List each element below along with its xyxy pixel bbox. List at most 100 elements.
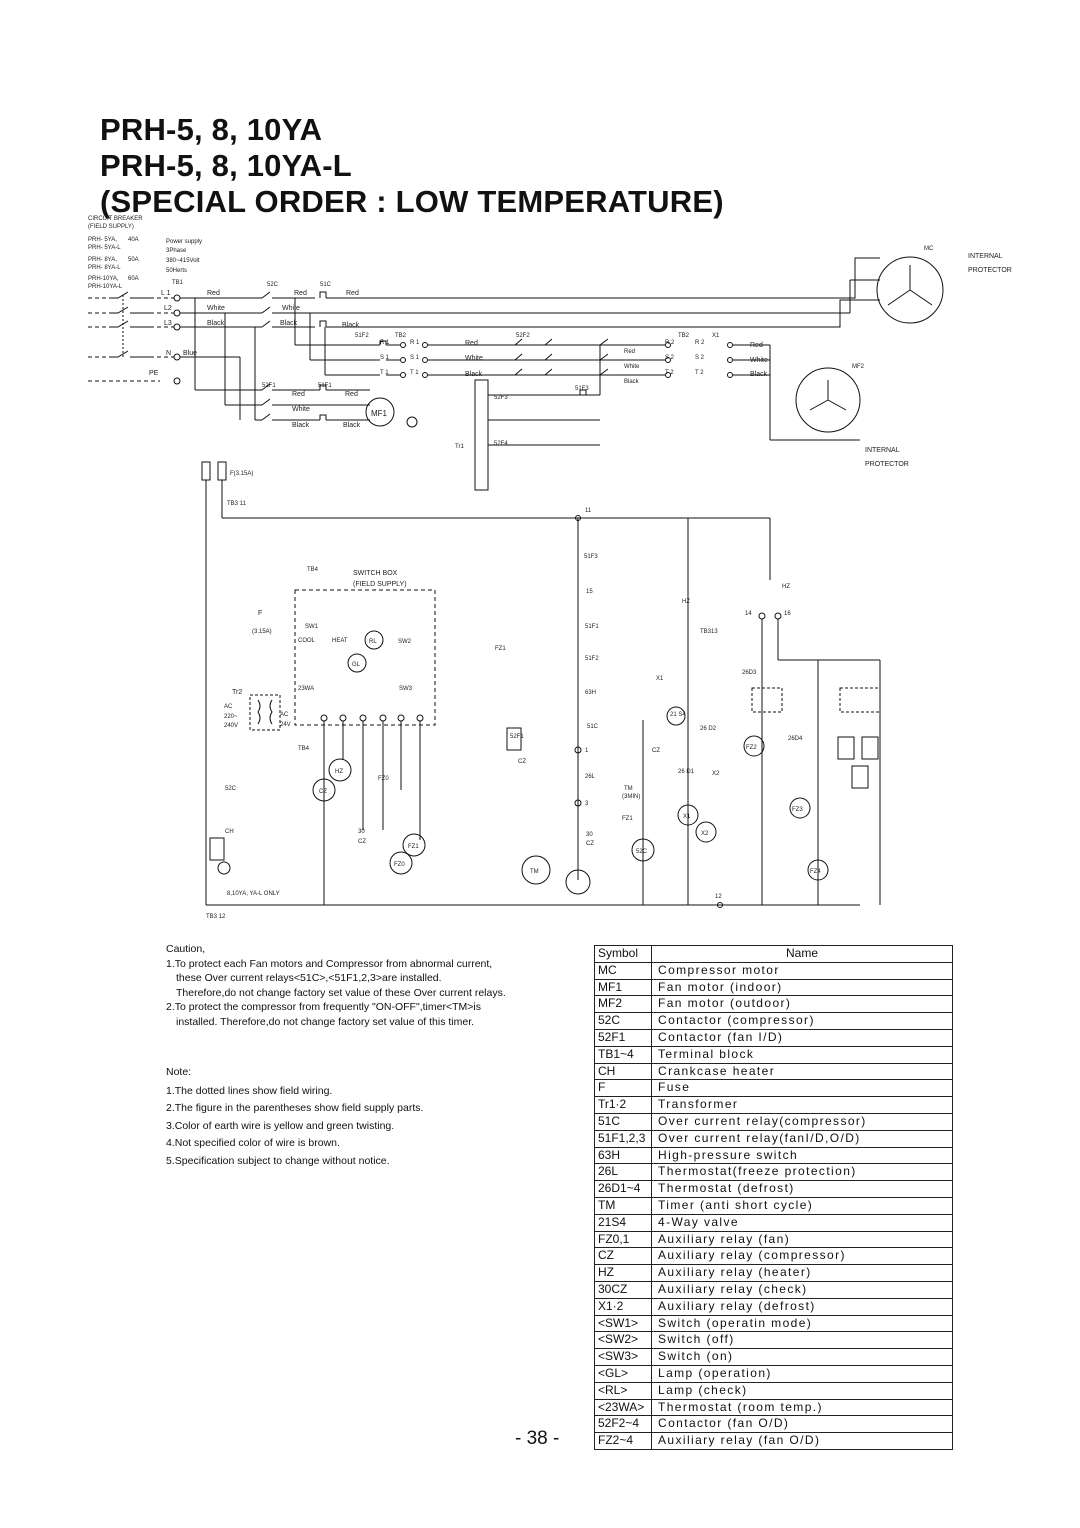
label-l1: L 1 [161, 290, 171, 297]
label-26d2: 26 D2 [700, 726, 717, 732]
label-black-3: Black [342, 322, 360, 329]
symbol-cell: 51C [594, 1112, 652, 1131]
label-tb2b: TB2 [678, 333, 690, 339]
caution-item-1a: 1.To protect each Fan motors and Compres… [166, 957, 493, 970]
name-cell: Thermostat (defrost) [651, 1180, 953, 1198]
label-r1b: R 1 [410, 340, 420, 346]
label-f: F [258, 610, 262, 617]
name-cell: Contactor (compressor) [651, 1012, 953, 1030]
label-red-1: Red [207, 290, 220, 297]
compressor-motor-mc [876, 256, 944, 324]
terminal-block-tb1 [173, 294, 181, 385]
label-51f1: 51F1 [318, 383, 332, 389]
label-n: N [166, 350, 171, 357]
label-field-supply: (FIELD SUPPLY) [88, 224, 134, 230]
name-cell: Contactor (fan I/D) [651, 1028, 953, 1047]
circuit-breaker [112, 291, 150, 358]
name-cell: Over current relay(fanI/D,O/D) [651, 1129, 953, 1148]
label-black-8: Black [343, 422, 361, 429]
label-tb2: TB2 [395, 333, 407, 339]
table-row: <SW2>Switch (off) [594, 1331, 953, 1350]
valve-21s4 [666, 706, 686, 726]
name-cell: Auxiliary relay (fan O/D) [651, 1432, 953, 1450]
label-cz-contact: CZ [518, 759, 526, 765]
name-cell: Thermostat (room temp.) [651, 1398, 953, 1417]
label-only: 8,10YA, YA-L ONLY [227, 891, 280, 897]
symbol-table-header: Symbol Name [594, 945, 953, 963]
caution-item-2b: installed. Therefore,do not change facto… [176, 1015, 475, 1028]
label-240v: 240V [224, 723, 238, 729]
label-26d4: 26D4 [788, 736, 803, 742]
name-cell: Fan motor (indoor) [651, 978, 953, 997]
note-item-1: 1.The dotted lines show field wiring. [166, 1084, 333, 1097]
label-tm-contact: TM [624, 786, 633, 792]
table-row: <23WA>Thermostat (room temp.) [594, 1398, 953, 1417]
label-tb3-12: TB3 12 [206, 914, 226, 920]
label-t2b: T 2 [695, 370, 704, 376]
note-heading: Note: [166, 1066, 192, 1078]
label-51f2: 51F2 [355, 333, 369, 339]
label-white-2: White [282, 305, 300, 312]
name-cell: Fan motor (outdoor) [651, 995, 953, 1014]
label-fz0-relay: FZ0 [394, 862, 405, 868]
switch-box [294, 589, 436, 726]
label-fz4-relay: FZ4 [810, 869, 821, 875]
name-cell: Switch (operatin mode) [651, 1314, 953, 1333]
label-hz-2: HZ [782, 584, 790, 590]
field-wiring-lines-2 [150, 297, 174, 358]
symbol-cell: 51F1,2,3 [594, 1129, 652, 1148]
label-protector-2: PROTECTOR [865, 461, 909, 468]
label-26l: 26L [585, 774, 596, 780]
label-t2: T 2 [665, 370, 674, 376]
symbol-cell: TM [594, 1196, 652, 1215]
symbol-cell: MC [594, 961, 652, 980]
name-cell: Crankcase heater [651, 1062, 953, 1081]
relay-fz1 [402, 833, 426, 857]
label-prh5ya: PRH- 5YA, [88, 237, 117, 243]
label-mf1: MF1 [371, 409, 388, 418]
label-black-2: Black [280, 320, 298, 327]
label-30cz: 30 [586, 832, 593, 838]
field-wiring-lines [88, 297, 160, 382]
label-n11: 11 [585, 508, 592, 514]
caution-block: Caution, 1.To protect each Fan motors an… [166, 942, 506, 1029]
note-item-3: 3.Color of earth wire is yellow and gree… [166, 1119, 395, 1132]
label-220: 220~ [224, 714, 238, 720]
label-cz-contact-2: CZ [652, 748, 660, 754]
label-prh10ya: PRH-10YA, [88, 276, 119, 282]
label-52f4: 52F4 [494, 441, 508, 447]
label-herts: 50Herts [166, 268, 187, 274]
name-cell: High-pressure switch [651, 1146, 953, 1165]
label-blue: Blue [183, 350, 197, 357]
label-white-5: White [624, 364, 640, 370]
name-cell: Contactor (fan O/D) [651, 1415, 953, 1434]
label-prh5yal: PRH- 5YA-L [88, 245, 121, 251]
label-n16: 16 [784, 611, 791, 617]
symbol-cell: X1·2 [594, 1297, 652, 1316]
label-x2-contact: X2 [712, 771, 720, 777]
label-sw1: SW1 [305, 624, 319, 630]
label-pe: PE [149, 370, 159, 377]
label-phase: 3Phase [166, 248, 187, 254]
table-row: <RL>Lamp (check) [594, 1381, 953, 1400]
label-red-4: Red [465, 340, 478, 347]
symbol-cell: CH [594, 1062, 652, 1081]
label-white-7: White [292, 406, 310, 413]
label-50a: 50A [128, 257, 139, 263]
symbol-cell: 26D1~4 [594, 1180, 652, 1198]
label-field-supply-2: (FIELD SUPPLY) [353, 581, 407, 588]
label-s1b: S 1 [410, 355, 420, 361]
label-internal-1: INTERNAL [968, 253, 1003, 260]
label-internal-2: INTERNAL [865, 447, 900, 454]
wiring-diagram: CIRCUIT BREAKER (FIELD SUPPLY) PRH- 5YA,… [88, 216, 1012, 920]
symbol-cell: TB1~4 [594, 1045, 652, 1064]
label-hz-1: HZ [682, 599, 690, 605]
